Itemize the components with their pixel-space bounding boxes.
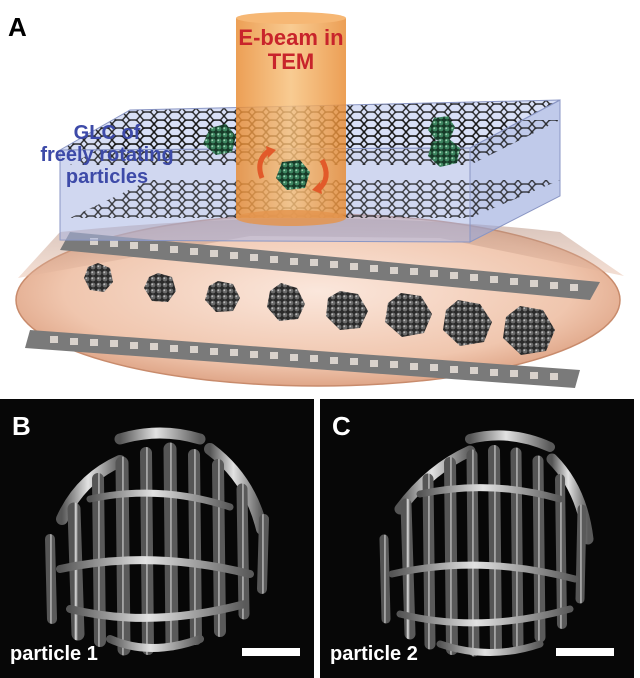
panel-b-reconstruction: B particle 1 <box>0 399 314 678</box>
nanoparticle-icon <box>205 281 240 312</box>
nanoparticle-icon <box>144 273 176 302</box>
scale-bar <box>242 648 300 656</box>
nanoparticle-icon <box>428 116 455 140</box>
nanoparticle-icon <box>428 138 460 167</box>
nanoparticle-sequence <box>84 263 555 355</box>
nanoparticle-icon <box>267 283 305 321</box>
panel-label-a: A <box>8 12 27 42</box>
glc-schematic <box>15 12 624 388</box>
nanoparticle-icon <box>503 306 555 355</box>
glc-label-line2: freely rotating <box>40 144 174 166</box>
panel-label-b: B <box>12 411 31 441</box>
beam-label-line1: E-beam in <box>238 25 344 50</box>
panel-label-c: C <box>332 411 351 441</box>
graphene-lattice-icon <box>25 232 600 388</box>
glc-label-line1: GLC of <box>73 122 141 144</box>
nanoparticle-icon <box>203 124 236 155</box>
nanoparticle-icon <box>385 293 432 337</box>
nanoparticle-icon <box>443 300 492 346</box>
nanoparticle-icon <box>276 160 310 190</box>
glc-label: GLC of freely rotating particles <box>22 122 192 188</box>
scale-bar <box>556 648 614 656</box>
particle-2-caption: particle 2 <box>330 643 418 665</box>
particle-2-render <box>379 430 594 657</box>
beam-label: E-beam in TEM <box>231 26 351 74</box>
particle-1-render <box>45 427 269 656</box>
glc-label-line3: particles <box>65 166 149 188</box>
electron-beam <box>236 12 346 226</box>
nanoparticle-icon <box>84 263 113 292</box>
panel-c-reconstruction: C particle 2 <box>320 399 634 678</box>
nanoparticle-icon <box>326 291 368 330</box>
particle-1-caption: particle 1 <box>10 643 98 665</box>
beam-label-line2: TEM <box>267 49 315 74</box>
